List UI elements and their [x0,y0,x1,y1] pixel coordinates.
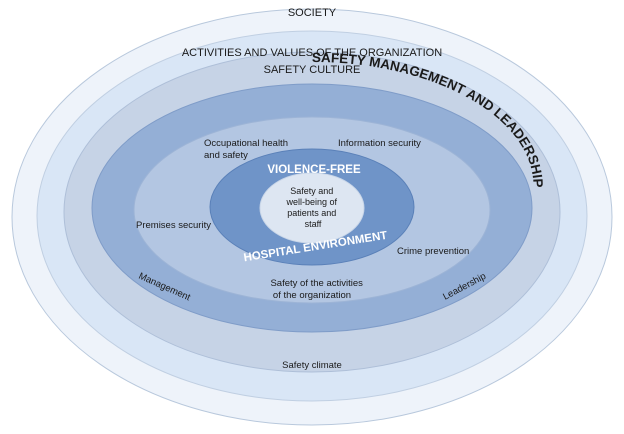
information-security-label: Information security [338,138,421,149]
crime-prevention-label: Crime prevention [397,246,469,257]
activities-values-text: ACTIVITIES AND VALUES OF THE ORGANIZATIO… [182,47,442,59]
occupational-health-line1: Occupational health [204,138,288,149]
core-ring [259,172,365,244]
activities-safety-label: Safety of the activities of the organiza… [270,278,365,301]
occupational-health-label: Occupational health and safety [204,138,291,161]
core-line4: staff [305,219,322,229]
violence-free-label: VIOLENCE-FREE [267,164,361,176]
society-label: SOCIETY [288,7,337,19]
safety-culture-label: SAFETY CULTURE [264,64,361,76]
core-label: Safety and well-being of patients and st… [285,186,339,229]
core-line2: well-being of [285,197,337,207]
occupational-health-line2: and safety [204,150,248,161]
safety-climate-label: Safety climate [282,360,342,371]
core-line1: Safety and [290,186,333,196]
premises-security-label: Premises security [136,220,211,231]
activities-safety-line1: Safety of the activities [270,278,363,289]
activities-safety-line2: of the organization [273,290,351,301]
core-line3: patients and [287,208,336,218]
activities-values-label: ACTIVITIES AND VALUES OF THE ORGANIZATIO… [182,47,442,59]
